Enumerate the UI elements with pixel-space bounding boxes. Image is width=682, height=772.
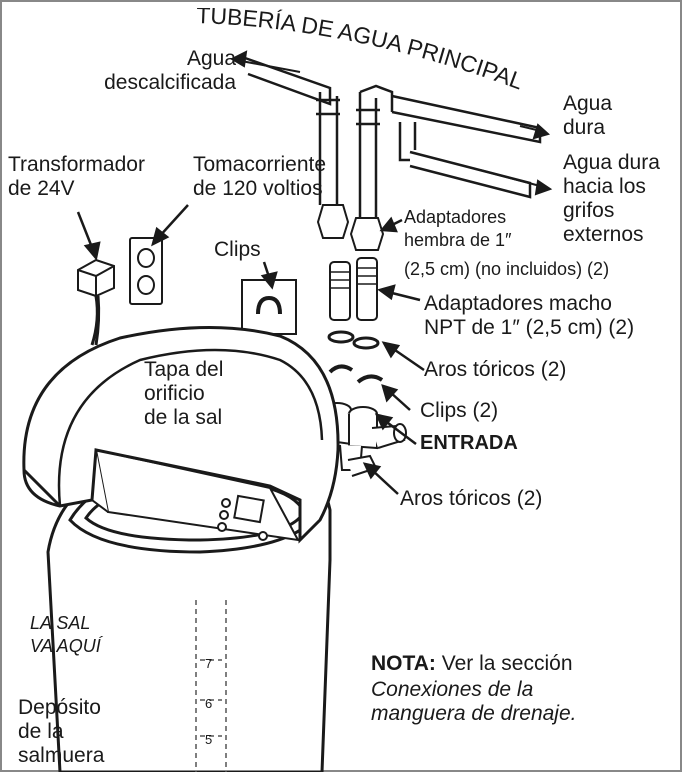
flow-arrows (229, 50, 553, 196)
clips-parts (328, 364, 384, 384)
outlet-label: Tomacorriente de 120 voltios (193, 153, 327, 200)
scale-mark-7: 7 (205, 656, 213, 671)
o-rings-label-1: Aros tóricos (2) (424, 358, 567, 381)
hard-water-label: Agua dura (563, 92, 613, 139)
note: NOTA: Ver la sección (371, 652, 573, 676)
note-reference: Conexiones de la manguera de drenaje. (371, 678, 577, 725)
note-text: Ver la sección (435, 652, 573, 675)
o-rings (327, 330, 380, 350)
main-pipe-title-text: TUBERÍA DE AGUA PRINCIPAL (196, 8, 527, 95)
inlet-label: ENTRADA (420, 432, 518, 454)
male-adapters (329, 257, 378, 321)
female-adapters-note: (2,5 cm) (no incluidos) (2) (404, 259, 610, 279)
power-cord (94, 295, 101, 346)
note-heading: NOTA: (371, 652, 436, 675)
clip-box (241, 279, 297, 335)
svg-text:TUBERÍA DE AGUA PRINCIPAL: TUBERÍA DE AGUA PRINCIPAL (196, 8, 527, 95)
scale-mark-5: 5 (205, 732, 213, 747)
scale-mark-6: 6 (205, 696, 213, 711)
pointer-lines (76, 204, 425, 694)
transformer (77, 258, 115, 346)
main-water-pipe (244, 56, 542, 218)
clips-label: Clips (2) (420, 399, 499, 422)
o-rings-label-2: Aros tóricos (2) (400, 487, 543, 510)
main-pipe-title-curve: TUBERÍA DE AGUA PRINCIPAL (196, 8, 527, 95)
female-adapters (316, 204, 385, 251)
salt-here-label: LA SAL VA AQUÍ (30, 613, 101, 656)
salt-lid (22, 325, 340, 544)
female-adapters-label: Adaptadores hembra de 1″ (404, 207, 512, 250)
brine-tank-label: Depósito de la salmuera (18, 696, 105, 767)
control-panel (90, 448, 300, 542)
main-pipe-title: TUBERÍA DE AGUA PRINCIPAL (196, 8, 556, 98)
tank-scale (195, 600, 227, 772)
male-adapters-label: Adaptadores macho NPT de 1″ (2,5 cm) (2) (424, 292, 635, 339)
hard-water-faucets-label: Agua dura hacia los grifos externos (563, 151, 660, 246)
wall-outlet (129, 237, 163, 305)
lid-label: Tapa del orificio de la sal (144, 358, 224, 429)
transformer-label: Transformador de 24V (8, 153, 145, 200)
clips-top-label: Clips (214, 238, 261, 261)
soft-water-label: Agua descalcificada (104, 47, 236, 94)
